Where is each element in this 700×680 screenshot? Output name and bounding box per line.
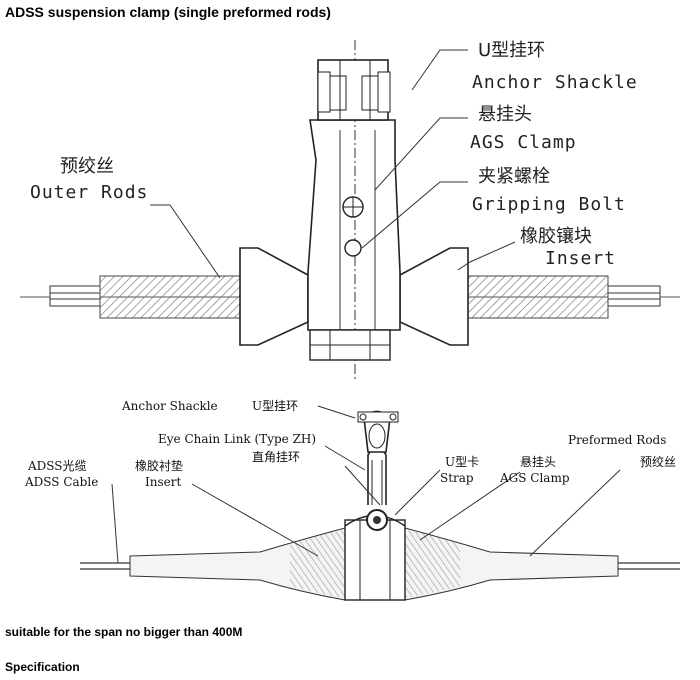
- label-outer-rods-cn: 预绞丝: [60, 156, 114, 177]
- bottom-label-anchor-shackle-cn: U型挂环: [252, 399, 298, 413]
- bottom-clamp-drawing: [80, 405, 680, 601]
- label-insert-en: Insert: [545, 248, 616, 269]
- label-ags-clamp-cn: 悬挂头: [478, 104, 532, 125]
- bottom-label-adss-cable-cn: ADSS光缆: [27, 459, 87, 473]
- bottom-label-preformed-rods-en: Preformed Rods: [568, 433, 666, 447]
- bottom-label-ags-clamp-en: AGS Clamp: [499, 471, 570, 485]
- label-ags-clamp-en: AGS Clamp: [470, 132, 577, 153]
- label-insert-cn: 橡胶镶块: [520, 226, 592, 247]
- specification-heading: Specification: [5, 660, 80, 674]
- bottom-label-strap-en: Strap: [440, 471, 474, 485]
- bottom-label-adss-cable-en: ADSS Cable: [24, 475, 98, 489]
- insert-left: [239, 247, 309, 346]
- label-anchor-shackle-cn: U型挂环: [478, 40, 545, 61]
- span-caption: suitable for the span no bigger than 400…: [5, 625, 243, 639]
- bottom-label-eye-chain-en: Eye Chain Link (Type ZH): [158, 432, 316, 446]
- outer-rods-left: [99, 275, 241, 319]
- bottom-label-preformed-rods-cn: 预绞丝: [640, 454, 676, 469]
- bottom-label-insert-cn: 橡胶衬垫: [135, 458, 183, 473]
- bottom-label-ags-clamp-cn: 悬挂头: [520, 455, 556, 469]
- label-outer-rods-en: Outer Rods: [30, 182, 148, 203]
- top-clamp-drawing: [20, 40, 680, 380]
- bottom-label-strap-cn: U型卡: [445, 455, 479, 469]
- insert-right: [399, 247, 469, 346]
- bottom-ags-clamp: [344, 519, 406, 601]
- bottom-label-anchor-shackle-en: Anchor Shackle: [121, 399, 218, 413]
- outer-rods-right: [467, 275, 609, 319]
- bottom-label-eye-chain-cn: 直角挂环: [252, 450, 300, 464]
- ags-clamp-body: [307, 119, 401, 331]
- gripping-bolt: [344, 239, 362, 257]
- bottom-label-insert-en: Insert: [145, 475, 181, 489]
- label-gripping-bolt-en: Gripping Bolt: [472, 194, 626, 215]
- page-title: ADSS suspension clamp (single preformed …: [5, 4, 331, 20]
- label-anchor-shackle-en: Anchor Shackle: [472, 72, 638, 93]
- label-gripping-bolt-cn: 夹紧螺栓: [478, 166, 550, 187]
- eye-chain-link: [367, 446, 387, 505]
